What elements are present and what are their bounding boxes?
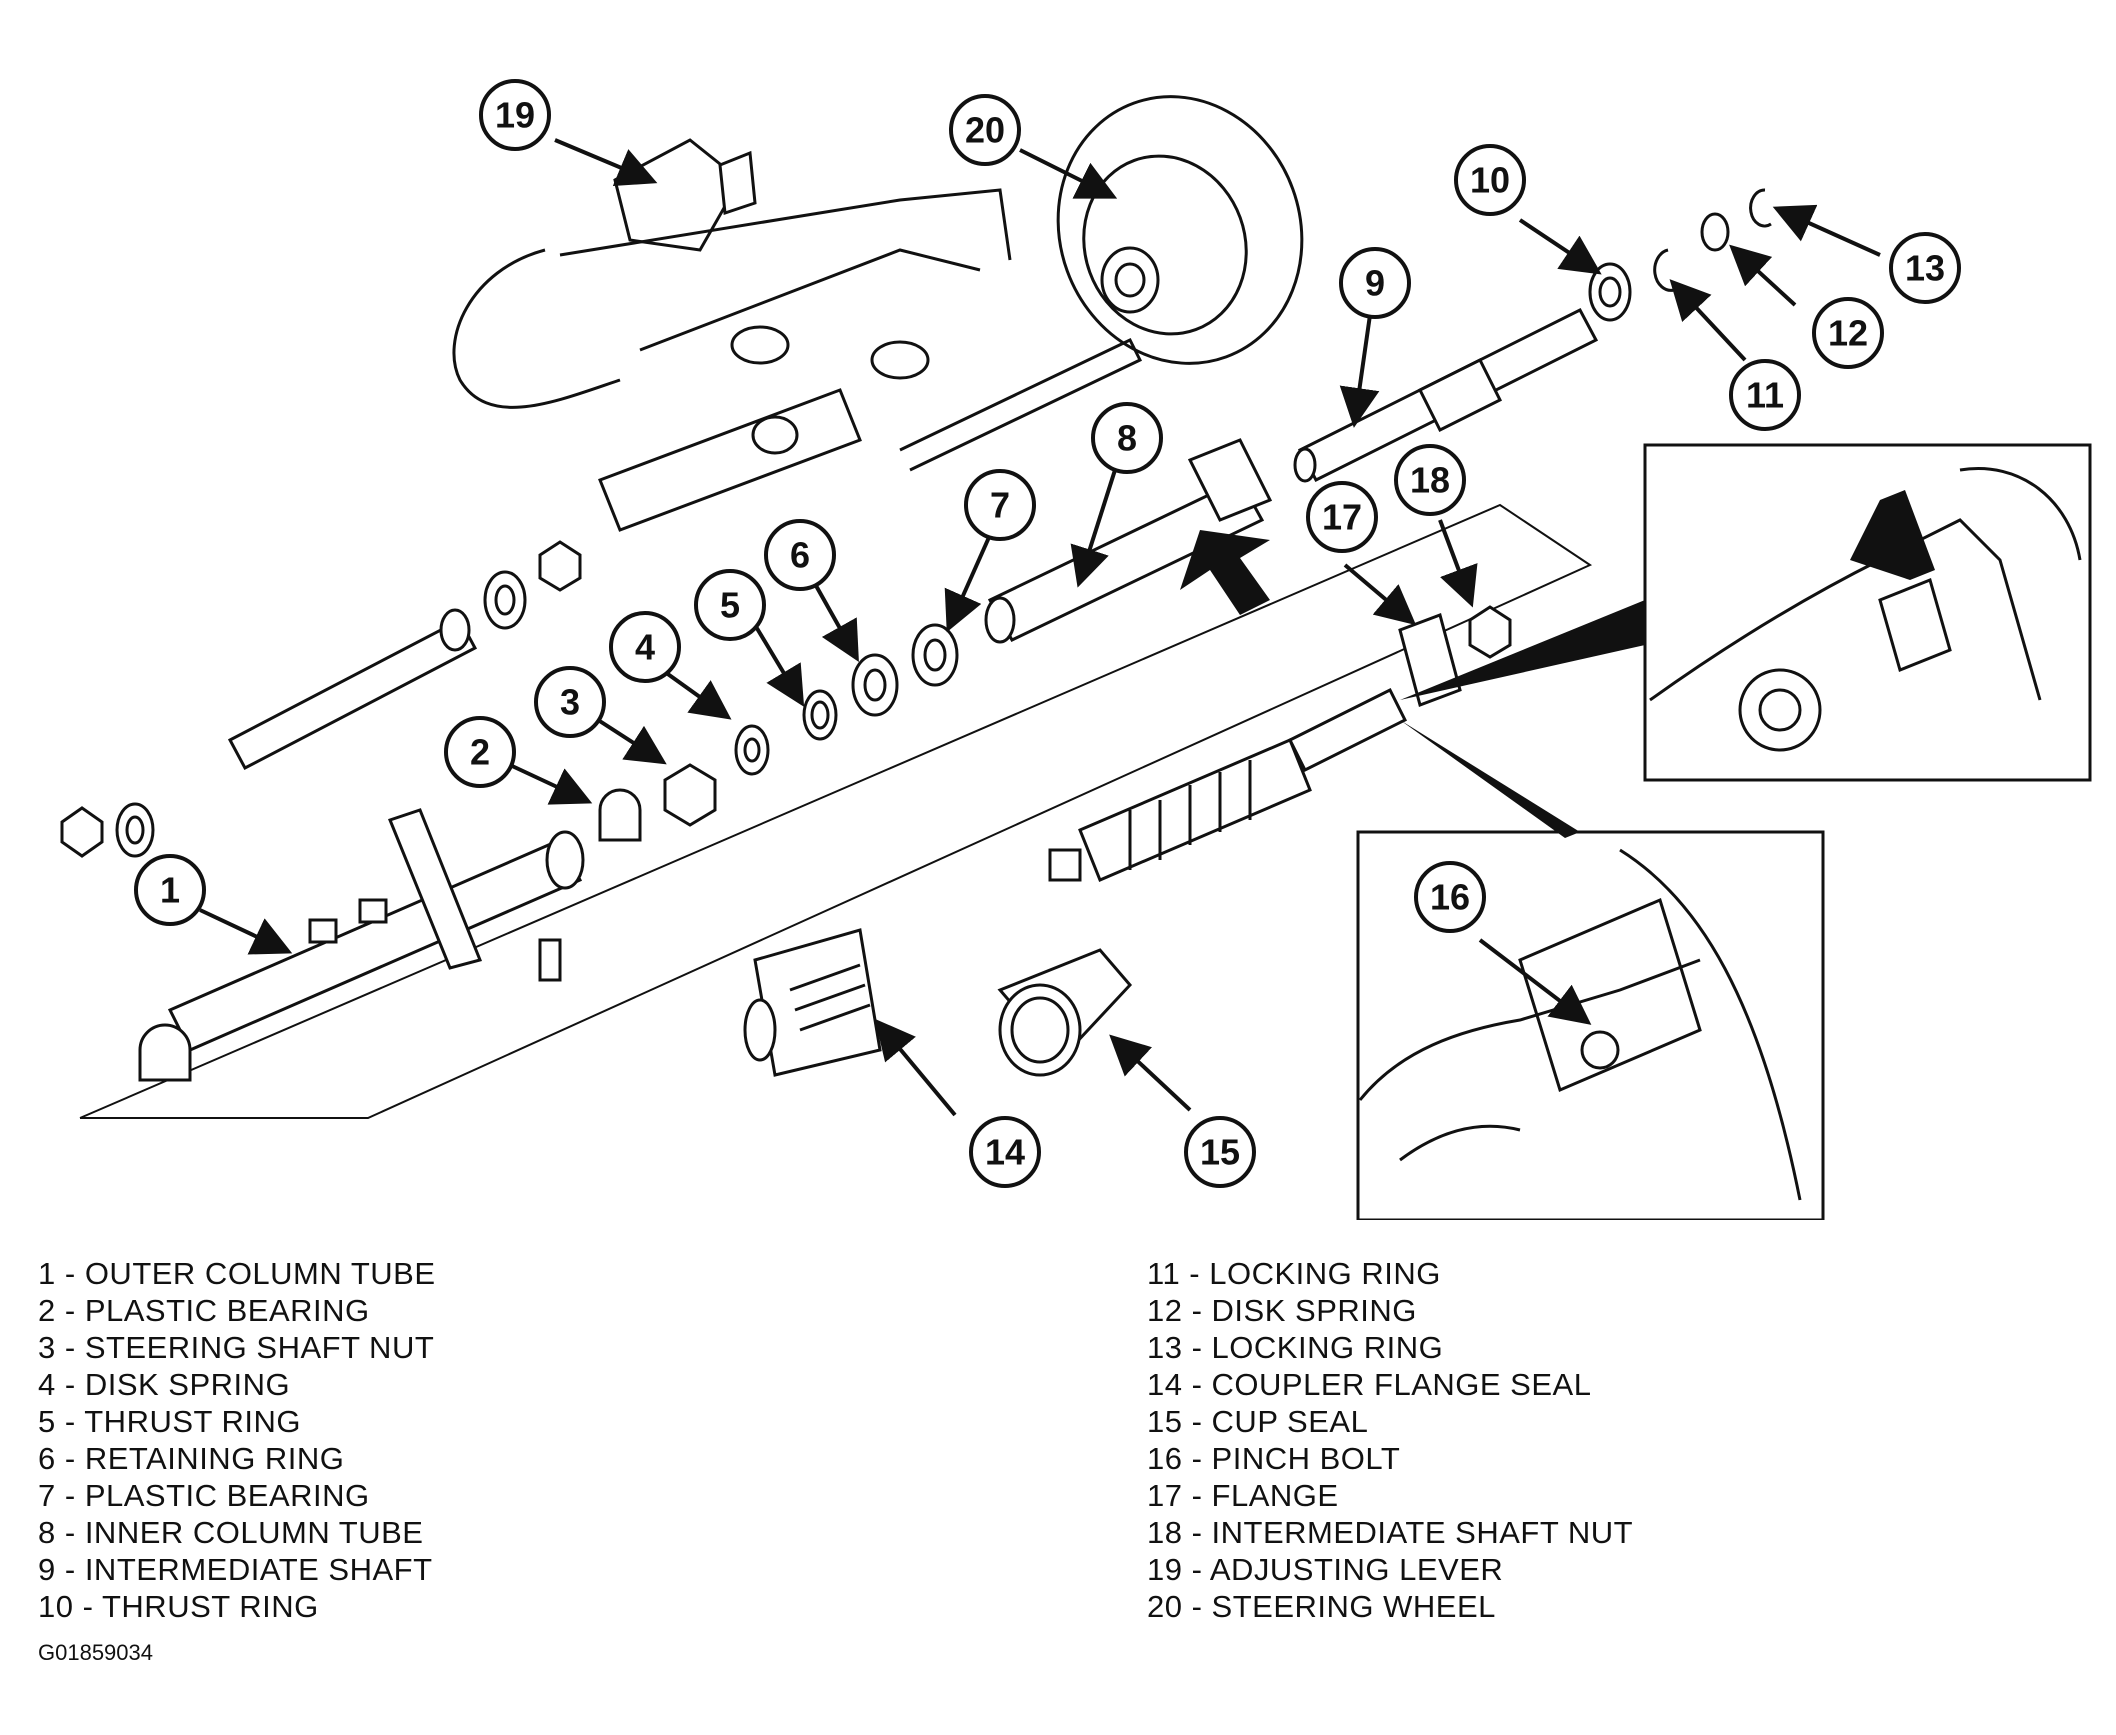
callout-13 — [1889, 232, 1961, 304]
lower-shaft-boot — [1048, 687, 1408, 882]
ring-stack — [598, 623, 959, 842]
callout-16 — [1414, 861, 1486, 933]
callout-num-6: 6 — [790, 535, 810, 576]
steering-column-exploded-diagram: 1 2 3 4 5 6 7 8 9 10 11 12 13 14 15 16 1… — [60, 79, 2092, 1220]
inset-upper-leader — [1400, 600, 1645, 700]
callout-num-15: 15 — [1200, 1132, 1240, 1173]
inset-detail-lower — [1356, 830, 1825, 1220]
legend-left-column: 1 - OUTER COLUMN TUBE 2 - PLASTIC BEARIN… — [38, 1255, 436, 1625]
callout-num-4: 4 — [635, 627, 655, 668]
inner-column-tube-part — [984, 438, 1273, 644]
callout-20 — [949, 94, 1021, 166]
callout-12 — [1812, 297, 1884, 369]
legend-item: 10 - THRUST RING — [38, 1589, 319, 1624]
callout-9 — [1339, 247, 1411, 319]
legend-item: 9 - INTERMEDIATE SHAFT — [38, 1552, 433, 1587]
legend-right-column: 11 - LOCKING RING 12 - DISK SPRING 13 - … — [1147, 1255, 1633, 1625]
figure-code: G01859034 — [38, 1640, 153, 1665]
callout-num-14: 14 — [985, 1132, 1025, 1173]
callout-num-11: 11 — [1746, 375, 1784, 416]
legend-item: 3 - STEERING SHAFT NUT — [38, 1330, 435, 1365]
callout-num-2: 2 — [470, 732, 490, 773]
legend-item: 19 - ADJUSTING LEVER — [1147, 1552, 1504, 1587]
inset-lower-leader — [1400, 720, 1580, 838]
callout-2 — [444, 716, 516, 788]
legend-item: 4 - DISK SPRING — [38, 1367, 291, 1402]
callout-num-16: 16 — [1430, 877, 1470, 918]
legend-item: 11 - LOCKING RING — [1147, 1256, 1441, 1291]
callout-num-12: 12 — [1828, 313, 1868, 354]
legend-item: 2 - PLASTIC BEARING — [38, 1293, 370, 1328]
inset-detail-upper — [1643, 443, 2092, 782]
callout-7 — [964, 469, 1036, 541]
callout-14 — [969, 1116, 1041, 1188]
outer-column-tube-part — [138, 808, 585, 1082]
callout-11 — [1729, 359, 1801, 431]
callout-num-1: 1 — [160, 870, 180, 911]
callout-19 — [479, 79, 551, 151]
callout-6 — [764, 519, 836, 591]
legend-item: 1 - OUTER COLUMN TUBE — [38, 1256, 436, 1291]
callout-num-7: 7 — [990, 485, 1010, 526]
coupler-flange-seal-part — [743, 928, 882, 1077]
inset-upper-arrow — [1850, 490, 1935, 580]
callout-num-19: 19 — [495, 95, 535, 136]
callout-num-8: 8 — [1117, 418, 1137, 459]
legend-item: 14 - COUPLER FLANGE SEAL — [1147, 1367, 1592, 1402]
callout-num-20: 20 — [965, 110, 1005, 151]
callout-num-9: 9 — [1365, 263, 1385, 304]
legend-item: 16 - PINCH BOLT — [1147, 1441, 1401, 1476]
callout-4 — [609, 611, 681, 683]
legend-item: 13 - LOCKING RING — [1147, 1330, 1444, 1365]
legend-item: 18 - INTERMEDIATE SHAFT NUT — [1147, 1515, 1634, 1550]
callout-circles — [134, 79, 1961, 1188]
callout-leaders — [199, 138, 1881, 1117]
direction-arrow — [1180, 530, 1270, 615]
legend-item: 8 - INNER COLUMN TUBE — [38, 1515, 424, 1550]
callout-5 — [694, 569, 766, 641]
right-ring-set — [1588, 188, 1772, 322]
left-hardware — [60, 540, 582, 858]
steering-wheel-part — [1056, 95, 1304, 365]
callout-17 — [1306, 481, 1378, 553]
cup-seal-part — [997, 948, 1133, 1077]
legend-item: 7 - PLASTIC BEARING — [38, 1478, 370, 1513]
assembly-plane — [79, 503, 1593, 1119]
callout-num-3: 3 — [560, 682, 580, 723]
callout-3 — [534, 666, 606, 738]
intermediate-shaft-part — [1293, 308, 1599, 483]
callout-num-17: 17 — [1322, 497, 1362, 538]
callout-num-13: 13 — [1905, 248, 1945, 289]
legend-item: 5 - THRUST RING — [38, 1404, 302, 1439]
flange-and-nut — [1398, 605, 1512, 707]
callout-15 — [1184, 1116, 1256, 1188]
callout-num-10: 10 — [1470, 160, 1510, 201]
legend-item: 20 - STEERING WHEEL — [1147, 1589, 1496, 1624]
callout-num-5: 5 — [720, 585, 740, 626]
legend-item: 12 - DISK SPRING — [1147, 1293, 1417, 1328]
legend-item: 15 - CUP SEAL — [1147, 1404, 1369, 1439]
callout-num-18: 18 — [1410, 460, 1450, 501]
callout-1 — [134, 854, 206, 926]
callout-18 — [1394, 444, 1466, 516]
legend-item: 6 - RETAINING RING — [38, 1441, 345, 1476]
callout-10 — [1454, 144, 1526, 216]
adjusting-lever-part — [452, 138, 1143, 532]
callout-8 — [1091, 402, 1163, 474]
legend-item: 17 - FLANGE — [1147, 1478, 1339, 1513]
